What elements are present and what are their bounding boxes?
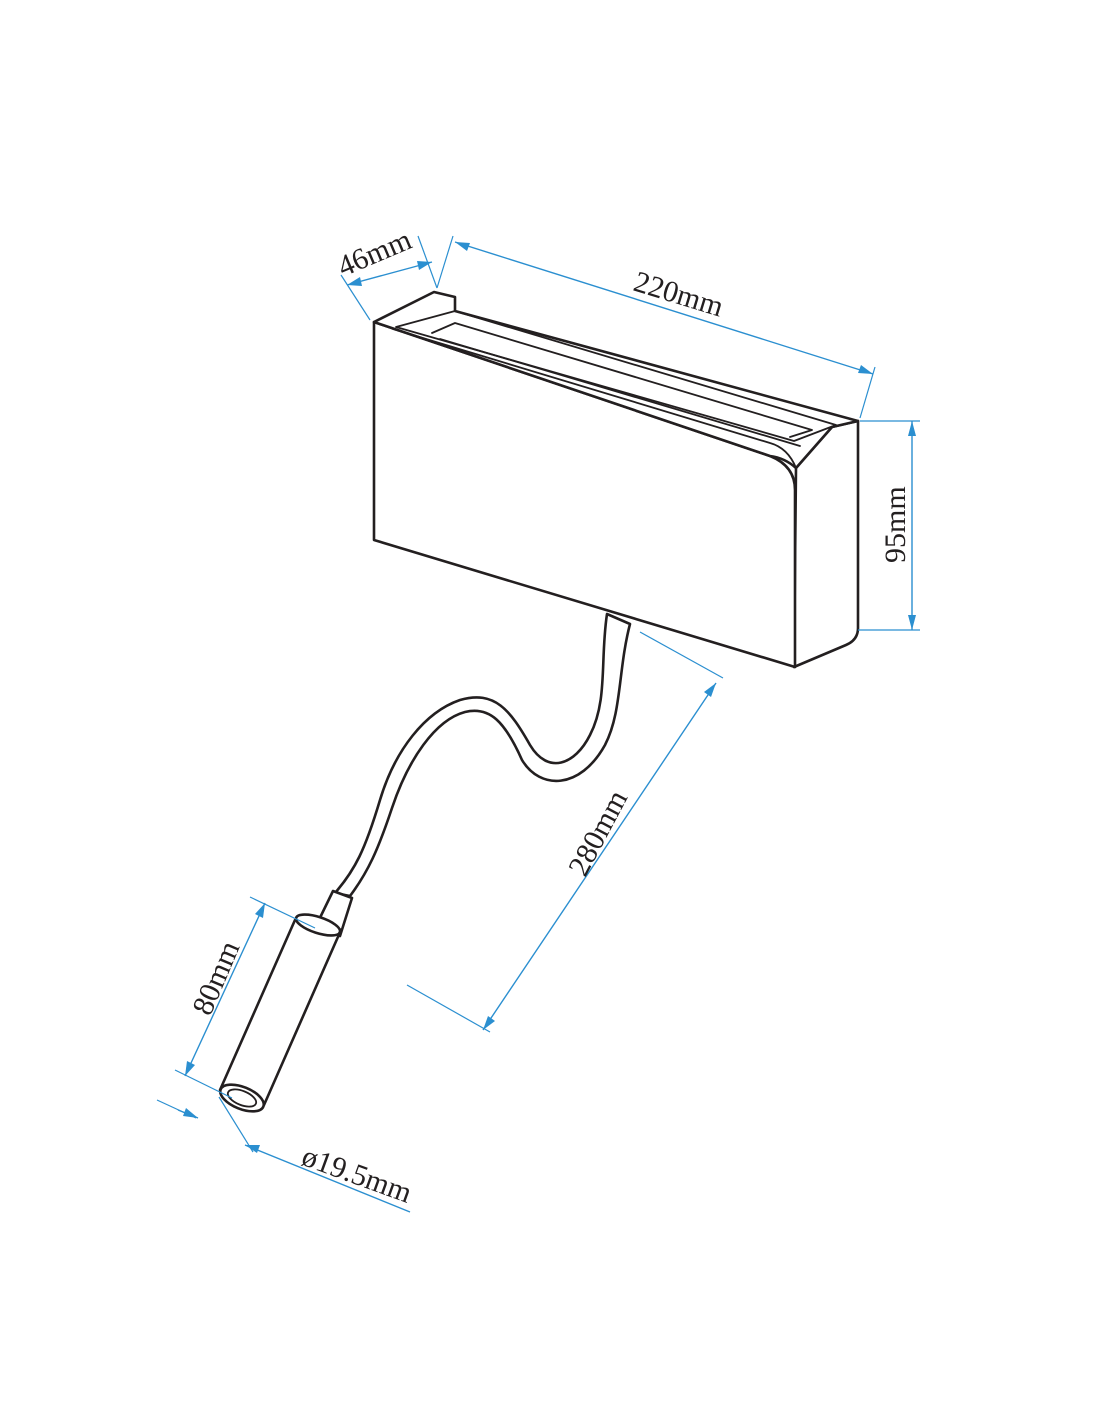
reading-head (218, 889, 354, 1113)
depth-extension-left (340, 274, 371, 321)
diameter-dimension-line (244, 1144, 411, 1213)
head-top-cap (294, 913, 342, 937)
width-label: 220mm (630, 265, 727, 323)
depth-label: 46mm (333, 223, 416, 283)
lamp-slot-inner-1 (431, 322, 813, 438)
diameter-arrow-left (183, 1108, 198, 1118)
width-arrow-left (455, 242, 470, 251)
head-extension-bottom (174, 1069, 233, 1099)
lamp-end-face (792, 419, 860, 669)
lamp-slot-outer (395, 310, 837, 442)
depth-dimension-line (346, 261, 433, 286)
arm-dimension-line (482, 682, 717, 1031)
head-diameter-label: ø19.5mm (298, 1140, 417, 1210)
arm-extension-top (639, 631, 724, 679)
width-dimension-line (454, 241, 874, 375)
head-length-arrow-top (255, 903, 265, 918)
dimension-height: 95mm (858, 420, 920, 631)
head-extension-top (249, 896, 316, 929)
head-length-dimension-line (184, 902, 266, 1077)
dimension-head-diameter: ø19.5mm (156, 1096, 417, 1213)
arm-arrow-bottom (483, 1016, 495, 1030)
arm-label: 280mm (562, 785, 634, 881)
depth-arrow-right (417, 261, 432, 270)
height-arrow-top (908, 421, 916, 436)
height-label: 95mm (879, 486, 912, 563)
lamp-body (372, 290, 860, 669)
lamp-slot-inner-2 (439, 338, 801, 447)
arm-arrow-top (704, 683, 716, 697)
width-extension-right (859, 366, 876, 419)
head-lens-inner (226, 1088, 258, 1108)
lamp-rim-edge (392, 328, 797, 469)
depth-arrow-left (347, 277, 362, 286)
width-extension-left (436, 235, 454, 289)
height-arrow-bottom (908, 615, 916, 630)
diameter-extension-right (218, 1096, 254, 1153)
head-length-label: 80mm (186, 936, 246, 1019)
arm-extension-bottom (406, 984, 491, 1033)
head-length-arrow-bottom (185, 1061, 195, 1076)
diameter-arrow-right (245, 1145, 260, 1153)
width-arrow-right (858, 365, 873, 374)
dimension-arm: 280mm (406, 631, 724, 1033)
